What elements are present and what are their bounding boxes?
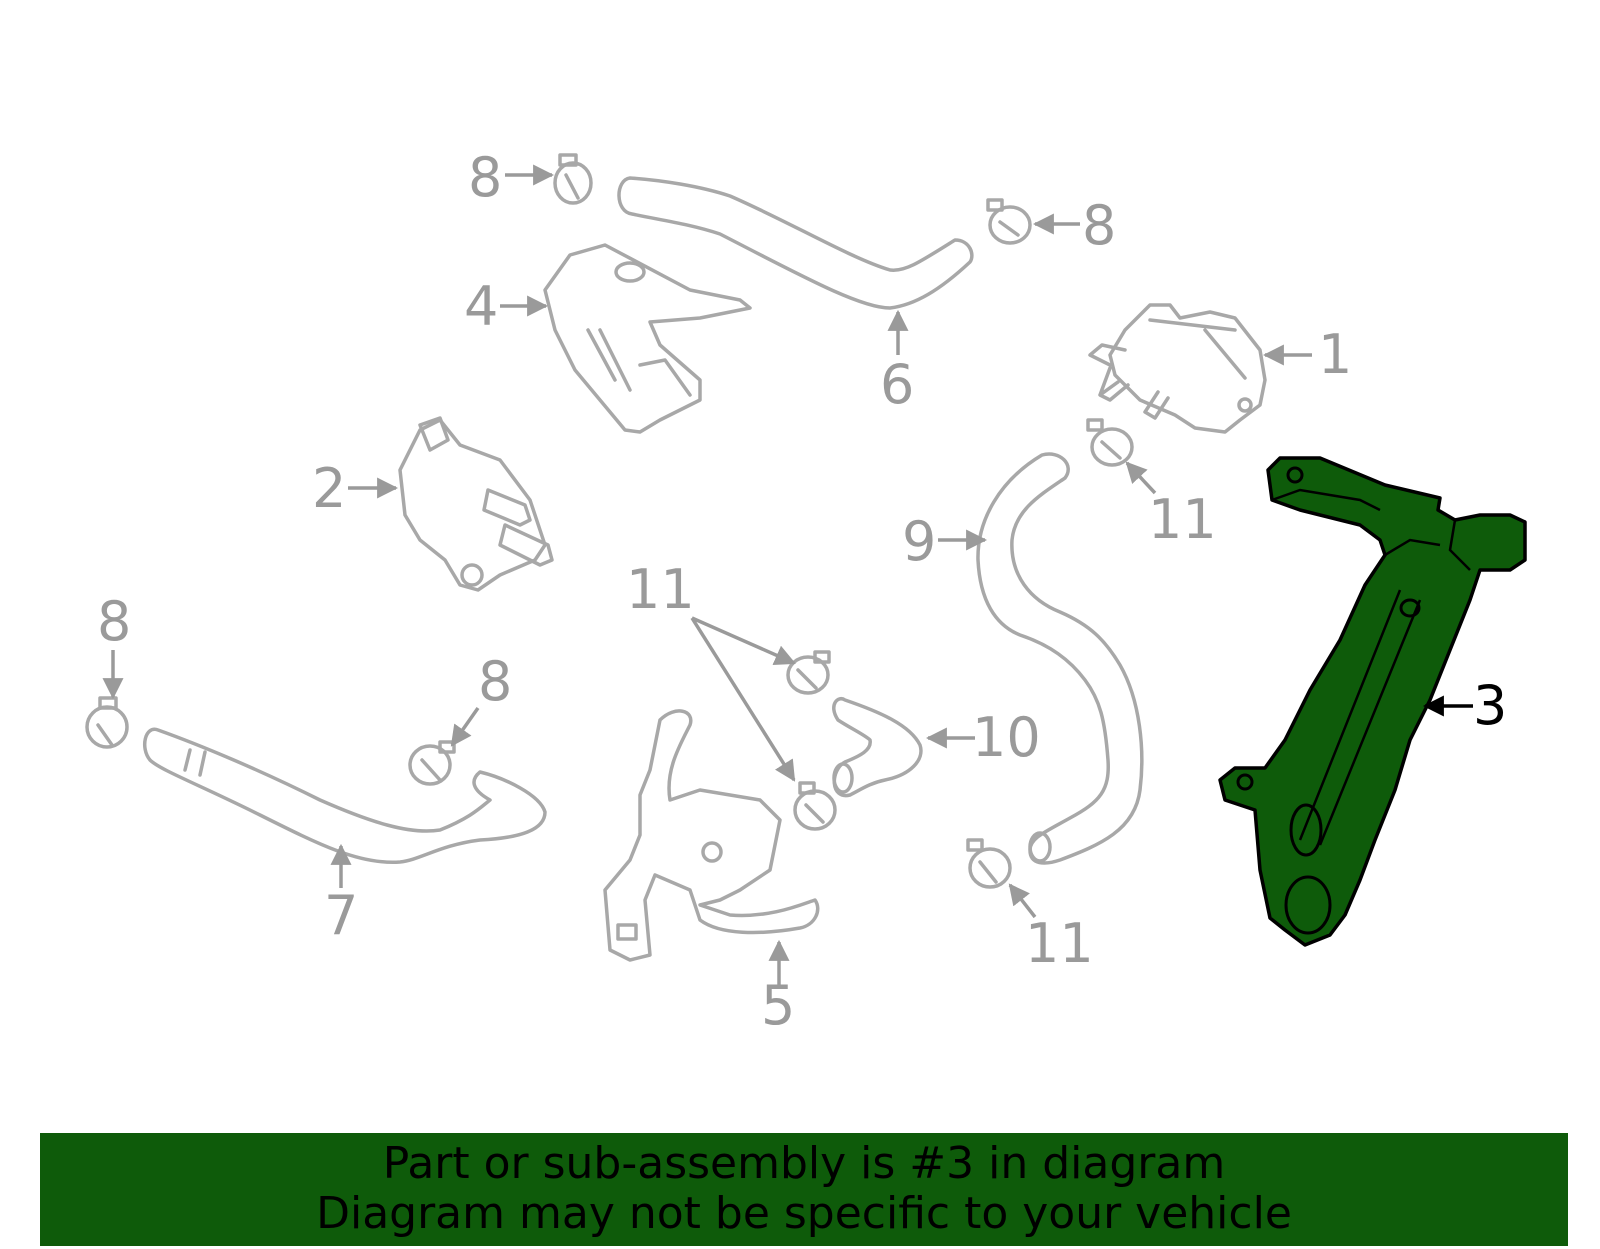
callout-8-left: 8 (97, 590, 131, 653)
clamp-8-top[interactable] (553, 153, 593, 205)
callout-9: 9 (902, 510, 936, 573)
clamp-8-mid[interactable] (408, 740, 456, 786)
clamp-8-left[interactable] (85, 696, 129, 749)
bracket-part-4[interactable] (543, 243, 752, 434)
hose-part-9[interactable] (976, 452, 1144, 865)
callout-5: 5 (761, 974, 795, 1037)
callout-11-lower: 11 (1025, 912, 1094, 975)
valve-part-1[interactable] (1088, 303, 1267, 434)
clamp-8-right[interactable] (986, 198, 1032, 245)
callout-2: 2 (312, 457, 346, 520)
valve-part-2[interactable] (398, 416, 554, 592)
callout-8-top: 8 (468, 146, 502, 209)
callout-11-center: 11 (626, 558, 695, 621)
clamp-11-center-b[interactable] (793, 781, 837, 831)
callout-6: 6 (880, 353, 914, 416)
callout-labels: 1 2 3 4 5 6 7 8 8 8 8 9 10 11 11 11 (97, 146, 1507, 1037)
hose-part-7[interactable] (142, 727, 547, 865)
callout-11-upper-right: 11 (1148, 488, 1217, 551)
callout-3: 3 (1473, 674, 1507, 737)
valve-assembly-part-5[interactable] (603, 709, 820, 962)
banner-line-1: Part or sub-assembly is #3 in diagram (382, 1138, 1226, 1189)
callout-4: 4 (464, 275, 498, 338)
info-banner: Part or sub-assembly is #3 in diagram Di… (40, 1133, 1568, 1246)
leader-lines (102, 164, 1473, 988)
callout-8-mid: 8 (478, 650, 512, 713)
clamp-11-upper-right[interactable] (1086, 418, 1134, 467)
parts-diagram: 1 2 3 4 5 6 7 8 8 8 8 9 10 11 11 11 (85, 146, 1527, 1037)
callout-1: 1 (1318, 323, 1352, 386)
clamp-11-lower[interactable] (966, 838, 1012, 889)
callout-8-right: 8 (1082, 194, 1116, 257)
callout-10: 10 (972, 706, 1041, 769)
hose-part-10[interactable] (832, 697, 923, 798)
bracket-part-3-highlighted[interactable] (1218, 456, 1527, 947)
clamp-11-center-a[interactable] (786, 650, 831, 695)
callout-7: 7 (324, 884, 358, 947)
banner-line-2: Diagram may not be specific to your vehi… (316, 1188, 1292, 1239)
hose-part-6[interactable] (617, 176, 974, 310)
